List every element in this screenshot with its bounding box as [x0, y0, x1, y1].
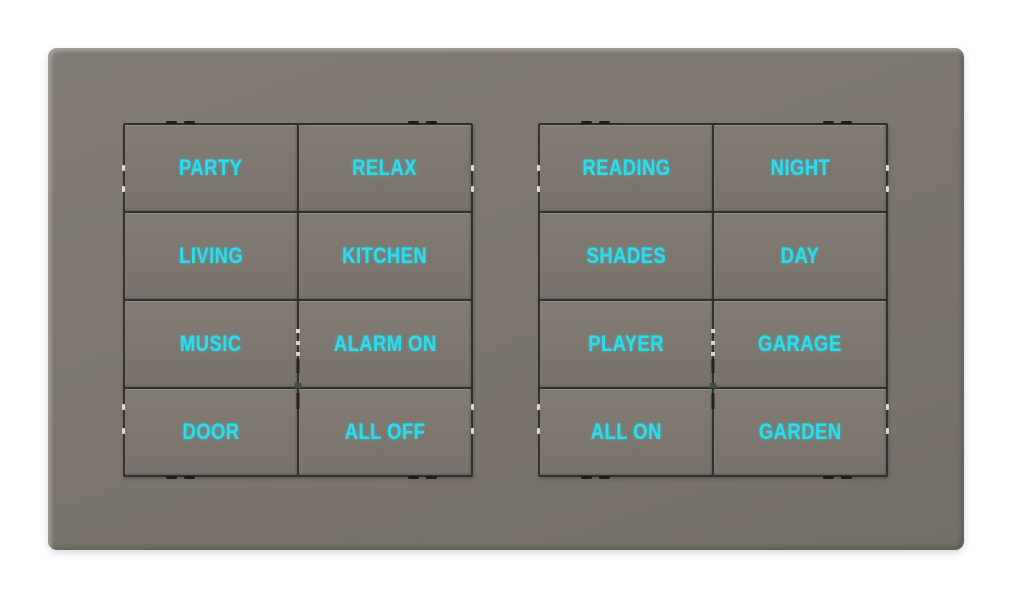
- frame-notch: [426, 121, 437, 124]
- edge-tick: [471, 428, 474, 434]
- button-shades-label: SHADES: [586, 243, 666, 268]
- frame-notch: [426, 476, 437, 479]
- button-kitchen[interactable]: KITCHEN: [299, 213, 471, 299]
- button-reading-label: READING: [581, 155, 671, 180]
- button-door-label: DOOR: [182, 419, 240, 444]
- keypad-module-right: READING NIGHT SHADES DAY PLAYER GARAGE A…: [537, 121, 889, 479]
- frame-notch: [166, 476, 177, 479]
- button-all-on[interactable]: ALL ON: [540, 389, 712, 475]
- frame-notch: [408, 121, 419, 124]
- button-reading[interactable]: READING: [540, 125, 712, 211]
- edge-tick: [537, 428, 540, 434]
- button-music[interactable]: MUSIC: [125, 301, 297, 387]
- divider-mark: [296, 359, 300, 373]
- frame-notch: [841, 476, 852, 479]
- button-all-off-label: ALL OFF: [344, 419, 426, 444]
- frame-notch: [599, 476, 610, 479]
- led-indicator-dot: [296, 352, 300, 356]
- divider-mark: [711, 359, 715, 373]
- button-day-label: DAY: [780, 243, 820, 268]
- led-indicator-dot: [711, 329, 715, 333]
- frame-notch: [823, 476, 834, 479]
- frame-notch: [581, 476, 592, 479]
- frame-notch: [166, 121, 177, 124]
- edge-tick: [886, 428, 889, 434]
- button-night[interactable]: NIGHT: [714, 125, 886, 211]
- button-player-label: PLAYER: [588, 331, 664, 356]
- edge-tick: [537, 404, 540, 410]
- button-alarm-on[interactable]: ALARM ON: [299, 301, 471, 387]
- led-indicator-dot: [296, 329, 300, 333]
- led-indicator-dot: [711, 352, 715, 356]
- frame-notch: [408, 476, 419, 479]
- button-party[interactable]: PARTY: [125, 125, 297, 211]
- button-all-on-label: ALL ON: [590, 419, 662, 444]
- led-indicator-dot: [711, 341, 715, 345]
- button-kitchen-label: KITCHEN: [342, 243, 428, 268]
- status-led-green: [709, 383, 717, 388]
- button-all-off[interactable]: ALL OFF: [299, 389, 471, 475]
- frame-notch: [184, 476, 195, 479]
- edge-tick: [122, 428, 125, 434]
- button-relax[interactable]: RELAX: [299, 125, 471, 211]
- edge-tick: [122, 186, 125, 192]
- edge-tick: [122, 165, 125, 171]
- button-alarm-on-label: ALARM ON: [333, 331, 437, 356]
- divider-mark: [296, 393, 300, 409]
- edge-tick: [886, 165, 889, 171]
- edge-tick: [537, 186, 540, 192]
- button-garage[interactable]: GARAGE: [714, 301, 886, 387]
- button-night-label: NIGHT: [770, 155, 830, 180]
- button-shades[interactable]: SHADES: [540, 213, 712, 299]
- edge-tick: [886, 186, 889, 192]
- button-music-label: MUSIC: [180, 331, 242, 356]
- divider-mark: [711, 393, 715, 409]
- keypad-module-left: PARTY RELAX LIVING KITCHEN MUSIC ALARM O…: [122, 121, 474, 479]
- button-living[interactable]: LIVING: [125, 213, 297, 299]
- frame-notch: [581, 121, 592, 124]
- edge-tick: [471, 404, 474, 410]
- edge-tick: [471, 186, 474, 192]
- edge-tick: [471, 165, 474, 171]
- edge-tick: [537, 165, 540, 171]
- frame-notch: [599, 121, 610, 124]
- button-garden[interactable]: GARDEN: [714, 389, 886, 475]
- wall-plate: PARTY RELAX LIVING KITCHEN MUSIC ALARM O…: [48, 48, 964, 550]
- led-indicator-dot: [296, 341, 300, 345]
- button-garden-label: GARDEN: [758, 419, 842, 444]
- status-led-green: [294, 383, 302, 388]
- frame-notch: [823, 121, 834, 124]
- button-player[interactable]: PLAYER: [540, 301, 712, 387]
- button-garage-label: GARAGE: [758, 331, 842, 356]
- edge-tick: [886, 404, 889, 410]
- button-relax-label: RELAX: [352, 155, 418, 180]
- button-party-label: PARTY: [179, 155, 243, 180]
- frame-notch: [841, 121, 852, 124]
- button-door[interactable]: DOOR: [125, 389, 297, 475]
- button-living-label: LIVING: [178, 243, 244, 268]
- edge-tick: [122, 404, 125, 410]
- button-day[interactable]: DAY: [714, 213, 886, 299]
- frame-notch: [184, 121, 195, 124]
